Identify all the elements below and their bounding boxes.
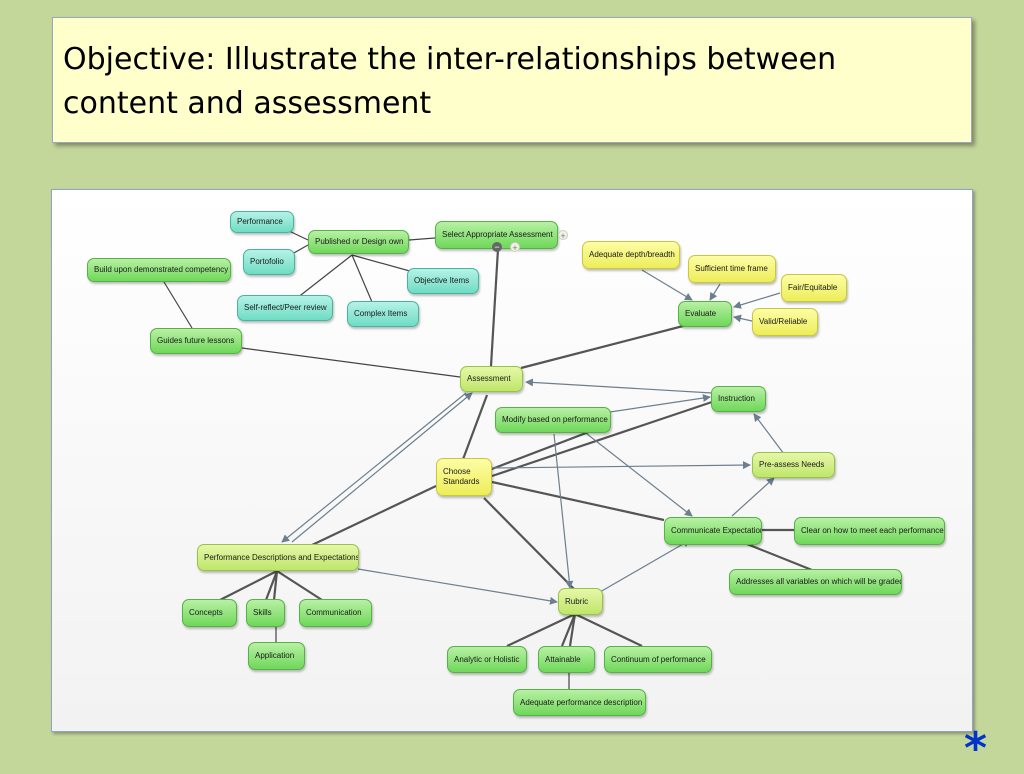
node-communication[interactable]: Communication <box>299 599 372 627</box>
expand-icon[interactable]: + <box>558 230 568 241</box>
node-portofolio[interactable]: Portofolio <box>243 249 295 275</box>
node-objective-items[interactable]: Objective Items <box>407 268 479 294</box>
node-addresses[interactable]: Addresses all variables on which will be… <box>729 569 902 595</box>
arrow-modify-rubric <box>553 433 574 589</box>
concept-map: Performance Published or Design own Sele… <box>51 189 973 732</box>
link-build-guides <box>163 281 193 329</box>
node-fair-equitable[interactable]: Fair/Equitable <box>781 274 847 302</box>
link-choose-communicate <box>491 480 665 522</box>
node-sufficient-time[interactable]: Sufficient time frame <box>688 255 776 283</box>
node-application[interactable]: Application <box>248 642 305 670</box>
link-assessment-evaluate <box>520 323 688 370</box>
node-valid-reliable[interactable]: Valid/Reliable <box>752 308 818 336</box>
node-clear-on-how[interactable]: Clear on how to meet each performance <box>794 517 945 545</box>
node-evaluate[interactable]: Evaluate <box>678 301 732 327</box>
link-rubric-analytic <box>506 613 576 647</box>
node-attainable[interactable]: Attainable <box>538 646 595 673</box>
link-published-select <box>408 237 436 241</box>
arrow-perfdesc-assessment <box>291 392 473 543</box>
node-self-reflect[interactable]: Self-reflect/Peer review <box>237 295 333 321</box>
node-guides-future[interactable]: Guides future lessons <box>150 328 242 354</box>
link-communicate-addresses <box>741 540 813 572</box>
arrow-adequate-evaluate <box>641 269 693 301</box>
node-adequate-depth[interactable]: Adequate depth/breadth <box>582 241 680 269</box>
slide-title: Objective: Illustrate the inter-relation… <box>63 42 837 121</box>
link-choose-instruction <box>491 400 713 478</box>
node-build-upon[interactable]: Build upon demonstrated competency <box>87 258 231 282</box>
link-perfdesc-concepts <box>219 570 278 601</box>
arrow-valid-evaluate <box>733 314 753 323</box>
title-box: Objective: Illustrate the inter-relation… <box>52 17 972 143</box>
node-instruction[interactable]: Instruction <box>711 386 766 412</box>
arrow-communicate-preassess <box>731 477 775 517</box>
node-complex-items[interactable]: Complex Items <box>347 301 419 327</box>
node-skills[interactable]: Skills <box>246 599 285 627</box>
link-assessment-select <box>489 248 500 367</box>
node-adequate-performance[interactable]: Adequate performance description <box>513 689 646 716</box>
arrow-rubric-communicate <box>599 539 691 593</box>
arrow-instruction-assessment <box>525 378 713 394</box>
link-published-selfreflect <box>291 254 353 303</box>
node-assessment[interactable]: Assessment <box>460 366 523 392</box>
link-choose-assessment <box>460 394 489 463</box>
link-rubric-attainable2 <box>568 613 577 647</box>
expand-icon[interactable]: + <box>510 242 520 253</box>
link-rubric-attainable <box>560 613 577 647</box>
node-rubric[interactable]: Rubric <box>558 588 603 615</box>
arrow-preassess-instruction <box>753 413 785 455</box>
link-published-complex <box>351 254 373 303</box>
collapse-icon[interactable]: − <box>492 242 502 252</box>
node-concepts[interactable]: Concepts <box>182 599 237 627</box>
link-choose-rubric <box>483 497 576 591</box>
link-assessment-guides <box>241 347 461 378</box>
link-perfdesc-communication <box>276 570 323 601</box>
node-communicate[interactable]: Communicate Expectations <box>664 517 762 545</box>
node-pre-assess[interactable]: Pre-assess Needs <box>752 452 835 478</box>
node-choose-standards[interactable]: Choose Standards <box>436 458 492 496</box>
arrow-modify-instruction <box>609 394 711 413</box>
arrow-perfdesc-rubric <box>357 568 558 605</box>
link-rubric-continuum <box>574 613 643 647</box>
node-modify[interactable]: Modify based on performance <box>495 407 611 433</box>
node-analytic-holistic[interactable]: Analytic or Holistic <box>447 646 527 673</box>
arrow-choose-preassess <box>491 461 751 470</box>
node-published[interactable]: Published or Design own <box>308 230 409 254</box>
link-choose-perfdesc <box>311 485 437 546</box>
arrow-fair-evaluate <box>733 292 781 309</box>
node-performance[interactable]: Performance <box>230 211 294 233</box>
arrow-sufficient-evaluate <box>709 283 721 301</box>
concept-map-canvas: Performance Published or Design own Sele… <box>52 190 972 731</box>
node-continuum[interactable]: Continuum of performance <box>604 646 712 673</box>
footer-asterisk: * <box>964 723 988 774</box>
arrow-modify-communicate <box>586 433 693 517</box>
link-perfdesc-skills <box>264 570 279 601</box>
arrow-assessment-perfdesc <box>281 392 467 543</box>
link-perfdesc-skills2 <box>272 570 279 601</box>
node-performance-descriptions[interactable]: Performance Descriptions and Expectation… <box>197 544 359 571</box>
